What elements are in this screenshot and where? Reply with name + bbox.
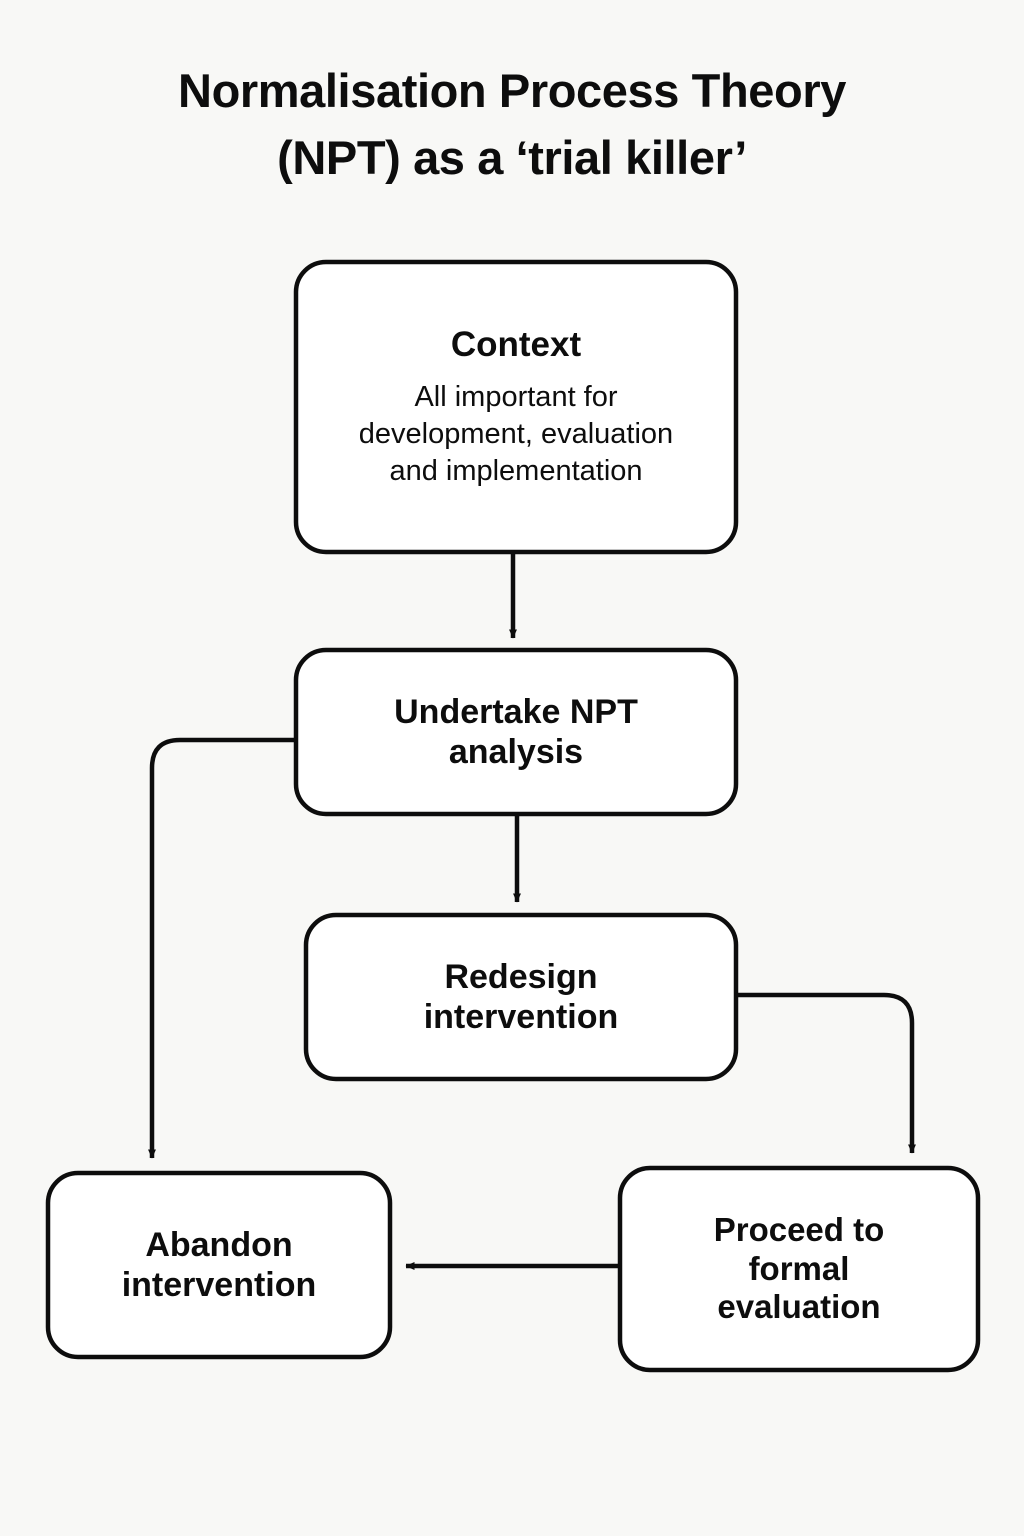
page-title: Normalisation Process Theory (NPT) as a … bbox=[178, 64, 846, 184]
node-proceed-to-formal-evaluation-title: Proceed to formal evaluation bbox=[713, 1210, 885, 1326]
node-undertake-npt-analysis-title: Undertake NPT analysis bbox=[394, 692, 638, 771]
node-box-context[interactable] bbox=[293, 259, 739, 555]
node-box-proceed-to-formal-evaluation[interactable] bbox=[617, 1165, 981, 1373]
node-context[interactable]: Context All important for development, e… bbox=[296, 262, 736, 552]
edge-npt-to-abandon bbox=[148, 737, 296, 1159]
edge-redesign-to-proceed bbox=[736, 992, 916, 1154]
node-redesign-intervention-title: Redesign intervention bbox=[423, 957, 619, 1036]
node-undertake-npt-analysis[interactable]: Undertake NPT analysis bbox=[296, 650, 736, 814]
node-context-title: Context bbox=[450, 324, 582, 364]
node-redesign-intervention[interactable]: Redesign intervention bbox=[306, 915, 736, 1079]
node-proceed-to-formal-evaluation[interactable]: Proceed to formal evaluation bbox=[620, 1168, 978, 1370]
node-abandon-intervention[interactable]: Abandon intervention bbox=[48, 1173, 390, 1357]
node-context-body: All important for development, evaluatio… bbox=[358, 380, 674, 488]
node-abandon-intervention-title: Abandon intervention bbox=[121, 1225, 317, 1304]
node-box-abandon-intervention[interactable] bbox=[45, 1170, 393, 1360]
